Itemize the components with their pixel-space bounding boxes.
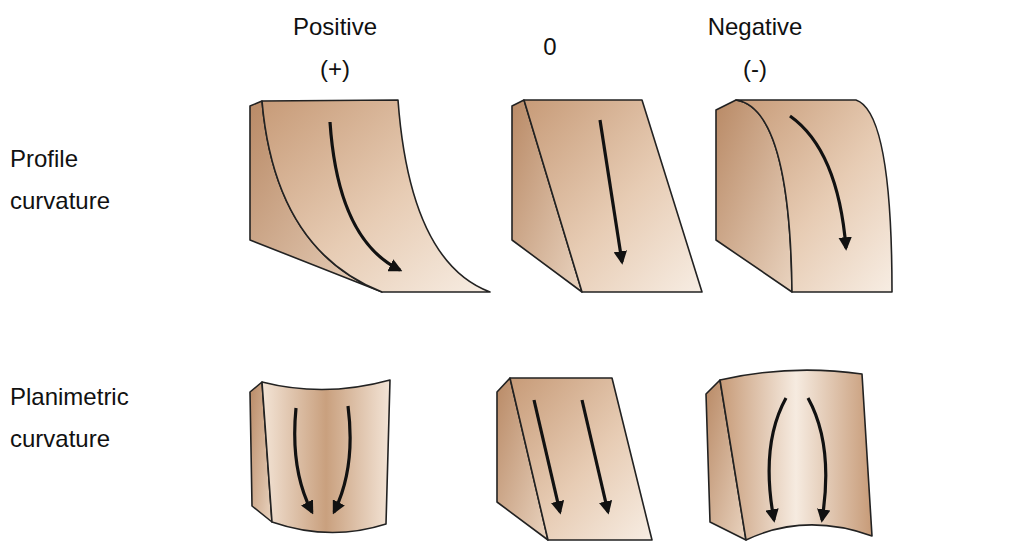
flow-arrow [600,120,622,262]
row-heading: Planimetric curvature [10,376,160,460]
flow-arrow [334,406,350,512]
slope-face [736,100,892,292]
flow-arrow [534,400,560,512]
column-heading: 0 [520,26,580,68]
flow-arrow [790,116,846,248]
slope-face [510,378,652,540]
slope-face [720,370,872,540]
flow-arrow [808,398,826,520]
slope-face [262,100,490,292]
column-heading: Positive (+) [285,6,385,90]
slope-face [524,100,702,292]
flow-arrow [295,408,312,512]
slope-face [262,380,390,533]
flow-arrow [582,400,608,512]
flow-arrow [330,122,400,270]
column-heading: Negative (-) [700,6,810,90]
flow-arrow [769,398,786,520]
row-heading: Profile curvature [10,138,160,222]
